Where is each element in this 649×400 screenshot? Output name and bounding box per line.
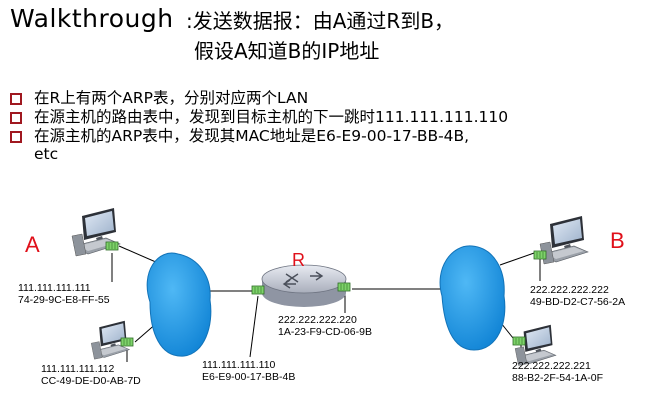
lan-cloud-right	[439, 245, 506, 351]
host-a-address: 111.111.111.111 74-29-9C-E8-FF-55	[18, 282, 110, 306]
host-a-ip: 111.111.111.111	[18, 282, 91, 294]
router-left-mac: E6-E9-00-17-BB-4B	[202, 371, 296, 383]
adapter-host-b-icon	[533, 250, 547, 260]
host-b-address: 222.222.222.222 49-BD-D2-C7-56-2A	[530, 284, 625, 308]
router-left-address: 111.111.111.110 E6-E9-00-17-BB-4B	[202, 359, 295, 383]
bullet-square-icon	[10, 112, 22, 124]
host-a-mac: 74-29-9C-E8-FF-55	[18, 294, 110, 306]
host-b-ip: 222.222.222.222	[530, 284, 609, 296]
adapter-host-b2-icon	[512, 336, 526, 346]
pointer-router-left	[249, 295, 259, 358]
host-a2-mac: CC-49-DE-D0-AB-7D	[41, 375, 141, 387]
host-b-letter: B	[610, 228, 625, 253]
adapter-router-left-icon	[251, 285, 265, 295]
host-b2-address: 222.222.222.221 88-B2-2F-54-1A-0F	[512, 360, 603, 384]
router-left-ip: 111.111.111.110	[202, 359, 276, 371]
title-description-line2: 假设A知道B的IP地址	[194, 39, 380, 63]
router-right-mac: 1A-23-F9-CD-06-9B	[278, 326, 372, 338]
bullet-list: 在R上有两个ARP表，分别对应两个LAN 在源主机的路由表中，发现到目标主机的下…	[8, 89, 628, 164]
title-description-line1: :发送数据报：由A通过R到B，	[186, 9, 455, 33]
host-b2-ip: 222.222.222.221	[512, 360, 591, 372]
router-icon	[261, 264, 347, 307]
computer-host-b-icon	[539, 215, 589, 265]
bullet-square-icon	[10, 93, 22, 105]
router-right-ip: 222.222.222.220	[278, 314, 357, 326]
host-b2-mac: 88-B2-2F-54-1A-0F	[512, 372, 604, 384]
bullet-text: 在源主机的ARP表中，发现其MAC地址是E6-E9-00-17-BB-4B,	[34, 127, 470, 145]
lan-cloud-left	[146, 252, 212, 357]
bullet-item: 在R上有两个ARP表，分别对应两个LAN	[8, 89, 628, 107]
bullet-item: 在源主机的路由表中，发现到目标主机的下一跳时111.111.111.110	[8, 108, 628, 126]
bullet-square-icon	[10, 131, 22, 143]
router-right-address: 222.222.222.220 1A-23-F9-CD-06-9B	[278, 314, 372, 338]
router-letter: R	[292, 250, 305, 270]
host-a2-address: 111.111.111.112 CC-49-DE-D0-AB-7D	[41, 363, 141, 387]
host-a2-ip: 111.111.111.112	[41, 363, 115, 375]
adapter-router-right-icon	[337, 282, 351, 292]
page-title: Walkthrough	[10, 4, 174, 33]
bullet-text: 在源主机的路由表中，发现到目标主机的下一跳时111.111.111.110	[34, 108, 509, 126]
link-cloud-b	[499, 251, 538, 266]
adapter-host-a-icon	[105, 241, 119, 251]
host-a-letter: A	[25, 232, 40, 257]
bullet-continuation: etc	[34, 145, 59, 163]
host-b-mac: 49-BD-D2-C7-56-2A	[530, 296, 626, 308]
bullet-text: 在R上有两个ARP表，分别对应两个LAN	[34, 89, 309, 107]
adapter-host-a2-icon	[120, 337, 134, 347]
bullet-item: 在源主机的ARP表中，发现其MAC地址是E6-E9-00-17-BB-4B, e…	[8, 127, 628, 163]
